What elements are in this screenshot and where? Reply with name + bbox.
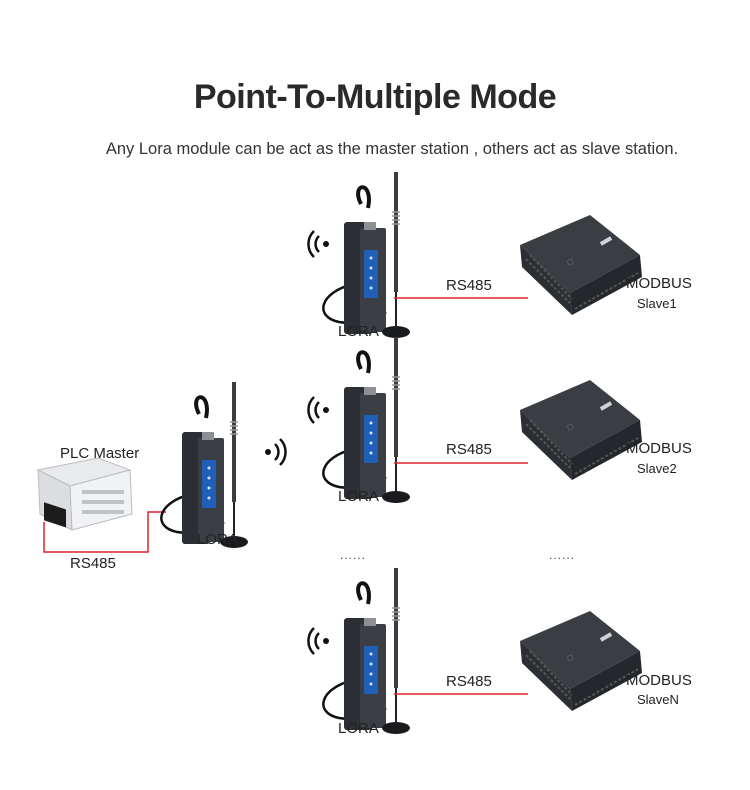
- modbus-slave-device-1: [519, 214, 643, 316]
- master-lora-label: LORA: [197, 531, 238, 548]
- slave-1-modbus-label: MODBUS: [626, 275, 692, 292]
- slave-n-lora-label: LORA: [338, 720, 379, 737]
- master-rs485-label: RS485: [70, 555, 116, 572]
- slave-2-lora-label: LORA: [338, 488, 379, 505]
- slave-1-rs485-label: RS485: [446, 277, 492, 294]
- modbus-slave-device-n: [519, 610, 643, 712]
- slave-1-lora-label: LORA: [338, 323, 379, 340]
- page-subtitle: Any Lora module can be act as the master…: [105, 140, 679, 158]
- plc-master-device: [36, 457, 133, 531]
- slave-n-name-label: SlaveN: [637, 692, 679, 707]
- lora-module-slave-1: [321, 170, 412, 340]
- slave-2-modbus-label: MODBUS: [626, 440, 692, 457]
- master-rs485-link-line: [43, 511, 166, 553]
- slave-2-name-label: Slave2: [637, 461, 677, 476]
- slave-n-modbus-label: MODBUS: [626, 672, 692, 689]
- lora-module-master: [159, 380, 250, 550]
- modbus-slave-device-2: [519, 379, 643, 481]
- wireless-icon: [263, 437, 287, 467]
- slave-2-rs485-label: RS485: [446, 441, 492, 458]
- wireless-icon: [307, 626, 331, 656]
- lora-module-slave-2: [321, 335, 412, 505]
- slave-n-rs485-label: RS485: [446, 673, 492, 690]
- ellipsis-left: ......: [340, 548, 367, 562]
- slave-row-n: [307, 566, 643, 736]
- slave-1-name-label: Slave1: [637, 296, 677, 311]
- wireless-icon: [307, 229, 331, 259]
- slave-row-2: [307, 335, 643, 505]
- ellipsis-right: ......: [549, 548, 576, 562]
- page-title: Point-To-Multiple Mode: [193, 78, 557, 116]
- plc-master-label: PLC Master: [60, 445, 140, 462]
- master-group: [36, 380, 287, 553]
- lora-module-slave-n: [321, 566, 412, 736]
- wireless-icon: [307, 395, 331, 425]
- slave-row-1: [307, 170, 643, 340]
